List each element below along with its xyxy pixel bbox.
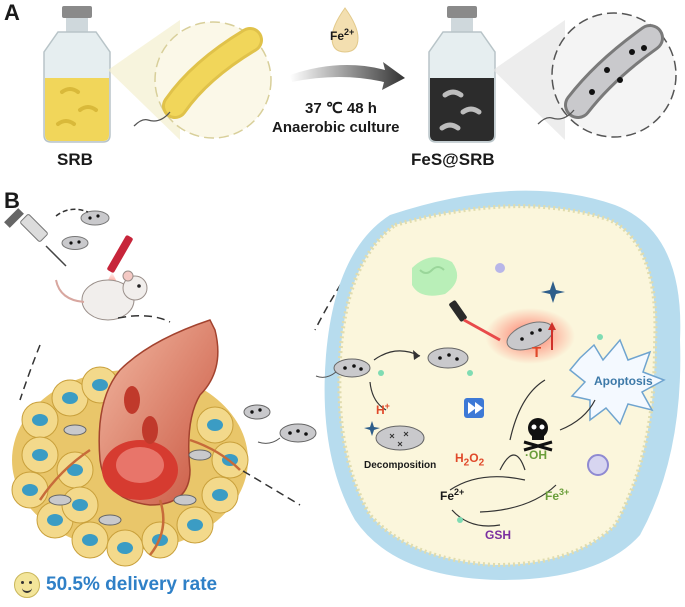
fe2-charge: 2+ (454, 487, 465, 497)
fe2-symbol: Fe (440, 489, 455, 503)
srb-label: SRB (57, 150, 93, 169)
skull-icon (523, 418, 553, 452)
fe3-charge: 3+ (559, 487, 570, 497)
fe2-label: Fe2+ (440, 487, 464, 503)
decomposition-label: Decomposition (364, 460, 437, 471)
culture-arrow (290, 62, 405, 90)
h2o2-o: O (469, 451, 479, 465)
fes-srb-culture-bottle (428, 6, 496, 143)
delivery-rate-label: 50.5% delivery rate (46, 574, 218, 595)
h2o2-sub2: 2 (478, 457, 485, 469)
hydroxyl-radical-label: ·OH (525, 448, 547, 462)
apoptosis-label: Apoptosis (594, 374, 653, 388)
panel-a-letter: A (4, 0, 20, 25)
decomposing-bacterium (375, 425, 425, 451)
fe-droplet-icon (331, 7, 359, 53)
cell-laser-icon (449, 300, 501, 342)
srb-culture-medium (45, 78, 109, 141)
fe-ion-label: Fe2+ (330, 27, 354, 43)
fes-srb-bacterium (537, 24, 664, 125)
fenton-cycle-arrows (449, 379, 596, 527)
fast-forward-icon (464, 398, 484, 418)
migrating-bacteria (243, 404, 317, 444)
blood-vessel-icon (38, 319, 241, 556)
h2o2-sub1: 2 (463, 457, 470, 469)
h-plus-label: H+ (376, 401, 390, 417)
tumor-bacteria (48, 424, 212, 526)
smiley-icon (14, 572, 40, 598)
srb-zoom-cone (108, 20, 180, 140)
fe-ion-charge: 2+ (344, 27, 355, 37)
mitochondria-icon (412, 257, 458, 296)
fes-srb-culture-medium (430, 78, 494, 141)
h2o2-h: H (455, 451, 464, 465)
fe-ion-symbol: Fe (330, 29, 345, 43)
srb-culture-bottle (43, 6, 111, 143)
immune-cell-icon (587, 454, 609, 476)
intracellular-bacteria (315, 347, 469, 378)
sparkle-icon (364, 281, 565, 436)
syringe-icon (4, 208, 67, 267)
srb-bacterium (133, 27, 263, 127)
fe3-symbol: Fe (545, 489, 560, 503)
fes-srb-zoom-cone (493, 20, 565, 140)
injected-bacteria (55, 208, 110, 250)
panel-b-letter: B (4, 188, 20, 213)
gsh-label: GSH (485, 528, 512, 542)
temperature-label: T (532, 344, 542, 361)
h-plus-symbol: H (376, 403, 385, 417)
fes-srb-label: FeS@SRB (411, 150, 495, 169)
culture-condition-line1: 37 ℃ 48 h (305, 100, 377, 117)
mouse-icon (55, 270, 148, 321)
h-plus-charge: + (384, 401, 390, 411)
h2o2-label: H2O2 (455, 451, 484, 468)
fe3-label: Fe3+ (545, 487, 569, 503)
culture-condition-line2: Anaerobic culture (272, 119, 400, 136)
tumor-cell-body (337, 204, 658, 568)
